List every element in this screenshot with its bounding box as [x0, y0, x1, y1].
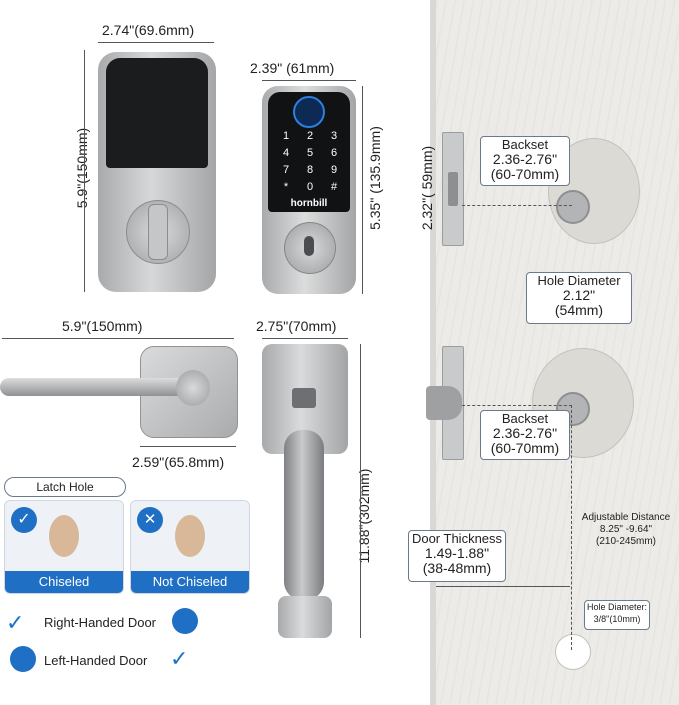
key-8[interactable]: 8 — [306, 164, 314, 176]
cross-bore-hole-1 — [556, 190, 590, 224]
fingerprint-icon[interactable] — [293, 96, 325, 128]
backset-guide-2 — [462, 405, 572, 406]
lever-neck — [176, 370, 210, 406]
handleset-height-label: 11.88"(302mm) — [356, 468, 372, 564]
backset-mm-2: (60-70mm) — [490, 440, 560, 456]
key-2[interactable]: 2 — [306, 130, 314, 142]
lever-rose-line — [140, 446, 236, 447]
check-icon: ✓ — [11, 507, 37, 533]
left-handed-door-icon — [10, 646, 36, 672]
chiseled-label: Chiseled — [5, 571, 123, 593]
door-edge — [430, 0, 440, 705]
deadbolt-height-line — [84, 50, 85, 292]
not-chiseled-card: ✕ Not Chiseled — [130, 500, 250, 594]
key-7[interactable]: 7 — [282, 164, 290, 176]
door-thickness-title: Door Thickness — [411, 531, 503, 546]
keypad-brand: hornbill — [290, 198, 328, 209]
right-handed-door-icon — [172, 608, 198, 634]
small-hole-title: Hole Diameter: — [586, 602, 648, 612]
keypad-height-label: 5.35" (135.9mm) — [367, 126, 383, 230]
backset-title-2: Backset — [501, 411, 549, 426]
small-hole-box: Hole Diameter: 3/8"(10mm) — [584, 600, 650, 630]
hole-diameter-value: 2.12" — [562, 287, 596, 303]
lever-rose-label: 2.59"(65.8mm) — [132, 454, 225, 470]
keypad-height-line — [362, 86, 363, 294]
chiseled-hole — [49, 515, 79, 557]
thumb-latch[interactable] — [292, 388, 316, 408]
adjustable-distance-guide — [571, 405, 572, 650]
key-hash[interactable]: # — [330, 181, 338, 193]
adjustable-distance-value: 8.25" -9.64" — [599, 524, 653, 535]
door-panel — [436, 0, 679, 705]
deadbolt-bolt — [448, 172, 458, 206]
key-9[interactable]: 9 — [330, 164, 338, 176]
backset-value-1: 2.36-2.76" — [492, 151, 558, 167]
latch-hole-title: Latch Hole — [4, 477, 126, 497]
lever-length-label: 5.9"(150mm) — [62, 318, 143, 334]
hole-diameter-box: Hole Diameter 2.12" (54mm) — [526, 272, 632, 324]
handleset-bottom-plate — [278, 596, 332, 638]
hole-diameter-mm: (54mm) — [554, 302, 604, 318]
handle-grip[interactable] — [284, 430, 324, 600]
latch-height-label: 2.32"( 59mm) — [419, 145, 435, 231]
keypad-width-line — [262, 80, 356, 81]
x-icon: ✕ — [137, 507, 163, 533]
not-chiseled-hole — [175, 515, 205, 557]
hole-diameter-title: Hole Diameter — [537, 273, 621, 288]
chiseled-card: ✓ Chiseled — [4, 500, 124, 594]
backset-box-1: Backset 2.36-2.76" (60-70mm) — [480, 136, 570, 186]
thumb-turn-grip — [148, 204, 168, 260]
key-3[interactable]: 3 — [330, 130, 338, 142]
key-star[interactable]: * — [283, 181, 289, 193]
backset-guide-1 — [462, 205, 572, 206]
key-6[interactable]: 6 — [330, 147, 338, 159]
not-chiseled-label: Not Chiseled — [131, 571, 249, 593]
handle-latch-bolt — [426, 386, 462, 420]
backset-title-1: Backset — [501, 137, 549, 152]
key-4[interactable]: 4 — [282, 147, 290, 159]
lever-arm — [0, 378, 206, 396]
adjustable-distance-mm: (210-245mm) — [595, 536, 657, 547]
door-thickness-value: 1.49-1.88" — [424, 545, 490, 561]
handleset-width-line — [262, 338, 348, 339]
small-hole — [555, 634, 591, 670]
key-1[interactable]: 1 — [282, 130, 290, 142]
backset-box-2: Backset 2.36-2.76" (60-70mm) — [480, 410, 570, 460]
right-handed-door-label: Right-Handed Door — [44, 615, 157, 630]
handleset-width-label: 2.75"(70mm) — [256, 318, 337, 334]
adjustable-distance-title: Adjustable Distance — [581, 512, 671, 523]
left-hand-check-icon: ✓ — [170, 646, 189, 671]
keyhole-icon — [304, 236, 314, 256]
door-thickness-guide — [436, 586, 570, 587]
small-hole-value: 3/8"(10mm) — [593, 614, 641, 624]
keypad-keys: 1 2 3 4 5 6 7 8 9 * 0 # — [274, 130, 346, 193]
backset-value-2: 2.36-2.76" — [492, 425, 558, 441]
keypad-width-label: 2.39" (61mm) — [250, 60, 335, 76]
right-hand-check-icon: ✓ — [6, 610, 25, 635]
lever-length-line — [2, 338, 234, 339]
adjustable-distance-label: Adjustable Distance 8.25" -9.64" (210-24… — [576, 512, 676, 548]
deadbolt-height-label: 5.9"(150mm) — [74, 127, 90, 209]
handleset-height-line — [360, 344, 361, 638]
backset-mm-1: (60-70mm) — [490, 166, 560, 182]
key-5[interactable]: 5 — [306, 147, 314, 159]
key-0[interactable]: 0 — [306, 181, 314, 193]
door-thickness-mm: (38-48mm) — [422, 560, 492, 576]
deadbolt-width-label: 2.74"(69.6mm) — [102, 22, 195, 38]
left-handed-door-label: Left-Handed Door — [44, 653, 148, 668]
deadbolt-top-panel — [106, 58, 208, 168]
deadbolt-width-line — [98, 42, 214, 43]
door-thickness-box: Door Thickness 1.49-1.88" (38-48mm) — [408, 530, 506, 582]
